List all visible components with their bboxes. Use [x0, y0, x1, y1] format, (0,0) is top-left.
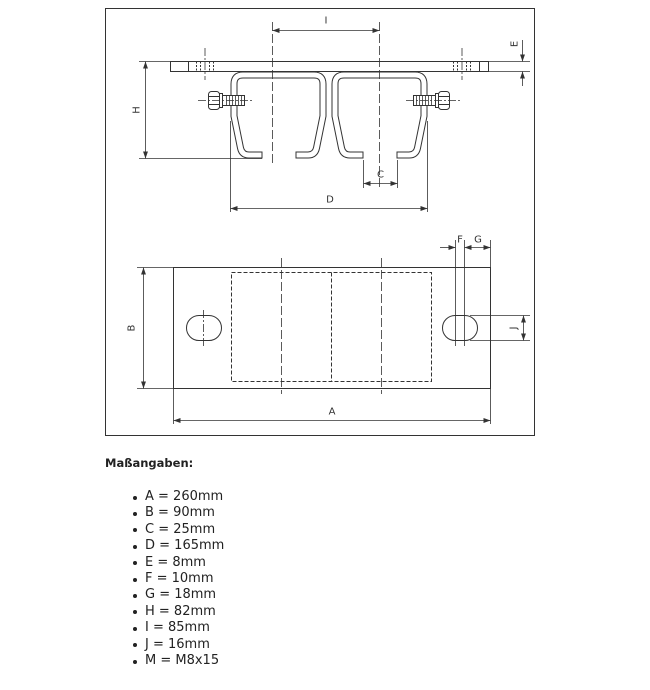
- dimension-d: [230, 121, 428, 212]
- dimension-e: [489, 40, 530, 86]
- dimension-item: J = 16mm: [132, 637, 224, 653]
- slot-left: [186, 315, 222, 341]
- dimensions-list: A = 260mm B = 90mm C = 25mm D = 165mm E …: [132, 489, 225, 669]
- label-c: C: [377, 170, 384, 181]
- dimension-c: [363, 160, 398, 188]
- label-e: E: [510, 41, 521, 47]
- dimension-f-g: [440, 240, 491, 346]
- label-h: H: [132, 106, 143, 114]
- technical-drawing: I E H C D F G B J A: [127, 16, 530, 424]
- label-j: J: [509, 327, 520, 331]
- dimension-j: [470, 315, 530, 341]
- side-view: [139, 22, 530, 212]
- dimension-item: F = 10mm: [132, 571, 224, 587]
- dimension-labels: I E H C D F G B J A: [127, 16, 521, 418]
- dimension-h: [139, 61, 262, 159]
- slot-right: [442, 315, 478, 341]
- base-plate-outline: [173, 267, 491, 389]
- drawing-frame: I E H C D F G B J A: [105, 8, 535, 436]
- label-a: A: [329, 407, 336, 418]
- label-g: G: [474, 235, 482, 246]
- dimensions-heading: Maßangaben:: [105, 456, 194, 470]
- mounting-plate: [170, 61, 489, 72]
- dimension-item: H = 82mm: [132, 604, 224, 620]
- label-f: F: [457, 235, 463, 246]
- label-i: I: [325, 16, 328, 27]
- rail-left: [234, 75, 323, 159]
- dimension-item: M = M8x15: [132, 653, 224, 669]
- dimension-item: G = 18mm: [132, 587, 224, 603]
- dimension-b: [137, 267, 174, 389]
- label-d: D: [326, 195, 334, 206]
- dimension-item: D = 165mm: [132, 538, 225, 554]
- dimension-item: B = 90mm: [132, 505, 224, 521]
- label-b: B: [127, 324, 138, 331]
- plate-hole-left: [188, 48, 214, 80]
- dimension-item: I = 85mm: [132, 620, 224, 636]
- dimension-item: A = 260mm: [132, 489, 224, 504]
- dimension-item: C = 25mm: [132, 522, 224, 538]
- plan-view: [137, 240, 530, 424]
- dimension-item: E = 8mm: [132, 555, 224, 571]
- dimension-a: [173, 389, 491, 424]
- plate-hole-right: [453, 48, 480, 80]
